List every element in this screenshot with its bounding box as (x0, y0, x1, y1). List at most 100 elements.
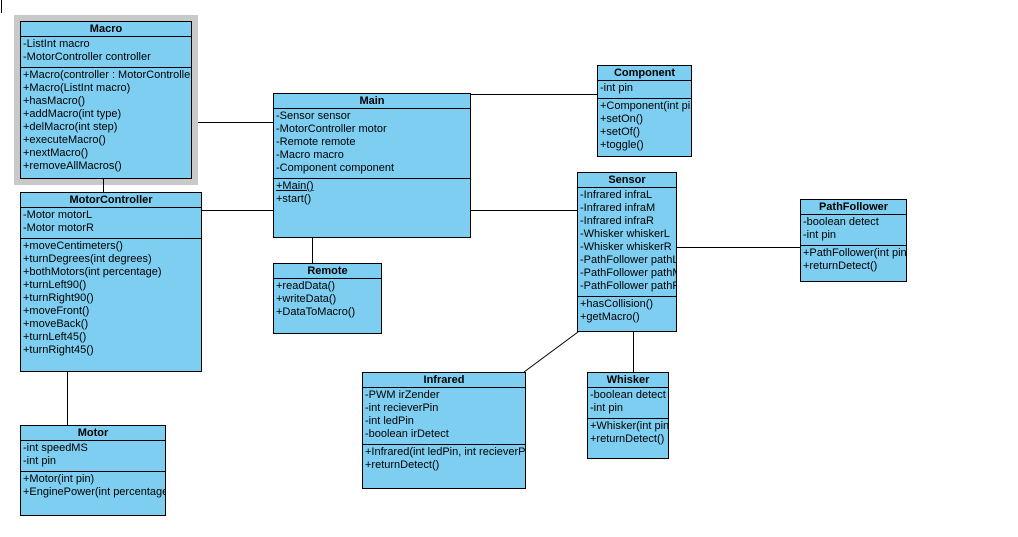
connector-motorcontroller-main[interactable] (201, 210, 273, 211)
connector-macro-main[interactable] (198, 122, 273, 123)
connector-main-remote[interactable] (312, 237, 313, 263)
attribute-row[interactable]: -Whisker whiskerR (580, 241, 672, 253)
class-methods-whisker: +Whisker(int pin)+returnDetect() (588, 419, 668, 458)
canvas-edge-mark (1, 0, 2, 13)
attribute-row[interactable]: -MotorController controller (23, 51, 151, 63)
method-row[interactable]: +hasCollision() (580, 298, 654, 310)
method-row[interactable]: +turnRight90() (23, 292, 94, 304)
attribute-row[interactable]: -int pin (803, 229, 837, 241)
method-row[interactable]: +removeAllMacros() (23, 160, 122, 172)
connector-sensor-pathfollower[interactable] (676, 247, 800, 248)
attribute-row[interactable]: -int pin (23, 455, 57, 467)
class-attributes-component: -int pin (598, 81, 691, 99)
method-row[interactable]: +Whisker(int pin) (590, 420, 668, 432)
method-row[interactable]: +hasMacro() (23, 95, 86, 107)
attribute-row[interactable]: -Infrared infraR (580, 215, 654, 227)
attribute-row[interactable]: -PathFollower pathM (580, 267, 676, 279)
attribute-row[interactable]: -Infrared infraM (580, 202, 656, 214)
class-title-pathfollower: PathFollower (801, 200, 906, 215)
class-title-macro: Macro (21, 22, 191, 37)
class-title-whisker: Whisker (588, 373, 668, 388)
method-row[interactable]: +addMacro(int type) (23, 108, 122, 120)
method-row[interactable]: +turnLeft45() (23, 331, 87, 343)
class-attributes-main: -Sensor sensor-MotorController motor-Rem… (274, 109, 470, 179)
class-attributes-infrared: -PWM irZender-int recieverPin-int ledPin… (363, 388, 525, 445)
attribute-row[interactable]: -MotorController motor (276, 123, 387, 135)
class-box-remote[interactable]: Remote+readData()+writeData()+DataToMacr… (273, 263, 382, 334)
method-row[interactable]: +toggle() (600, 139, 644, 151)
class-methods-pathfollower: +PathFollower(int pin)+returnDetect() (801, 246, 906, 281)
attribute-row[interactable]: -int speedMS (23, 442, 88, 454)
attribute-row[interactable]: -ListInt macro (23, 38, 90, 50)
attribute-row[interactable]: -Motor motorL (23, 209, 93, 221)
connector-sensor-infrared[interactable] (523, 331, 579, 373)
method-row[interactable]: +Motor(int pin) (23, 473, 95, 485)
method-row[interactable]: +PathFollower(int pin) (803, 247, 906, 259)
attribute-row[interactable]: -Macro macro (276, 149, 344, 161)
class-attributes-sensor: -Infrared infraL-Infrared infraM-Infrare… (578, 188, 676, 297)
class-box-motorcontroller[interactable]: MotorController-Motor motorL-Motor motor… (20, 192, 202, 372)
attribute-row[interactable]: -PathFollower pathR (580, 280, 676, 292)
class-methods-sensor: +hasCollision()+getMacro() (578, 297, 676, 331)
class-box-motor[interactable]: Motor-int speedMS-int pin +Motor(int pin)… (20, 425, 166, 516)
method-row[interactable]: +moveFront() (23, 305, 90, 317)
connector-sensor-whisker[interactable] (633, 331, 634, 372)
method-row[interactable]: +start() (276, 193, 312, 205)
class-box-whisker[interactable]: Whisker-boolean detect-int pin +Whisker(i… (587, 372, 669, 459)
attribute-row[interactable]: -Sensor sensor (276, 110, 351, 122)
connector-main-sensor[interactable] (470, 210, 577, 211)
attribute-row[interactable]: -int pin (600, 82, 634, 94)
method-row[interactable]: +DataToMacro() (276, 306, 356, 318)
class-box-infrared[interactable]: Infrared-PWM irZender-int recieverPin-in… (362, 372, 526, 489)
method-row[interactable]: +moveBack() (23, 318, 89, 330)
method-row[interactable]: +getMacro() (580, 311, 640, 323)
method-row[interactable]: +setOn() (600, 113, 644, 125)
method-row[interactable]: +Macro(controller : MotorController) (23, 69, 191, 81)
method-row[interactable]: +Infrared(int ledPin, int recieverPin) (365, 446, 525, 458)
class-methods-main: +Main()+start() (274, 179, 470, 237)
method-row[interactable]: +nextMacro() (23, 147, 89, 159)
method-row[interactable]: +Macro(ListInt macro) (23, 82, 131, 94)
class-box-component[interactable]: Component-int pin+Component(int pin)+set… (597, 65, 692, 157)
attribute-row[interactable]: -boolean detect (590, 389, 666, 401)
attribute-row[interactable]: -Remote remote (276, 136, 356, 148)
class-methods-macro: +Macro(controller : MotorController)+Mac… (21, 68, 191, 178)
method-row[interactable]: +moveCentimeters() (23, 240, 123, 252)
attribute-row[interactable]: -int pin (590, 402, 624, 414)
attribute-row[interactable]: -int ledPin (365, 415, 414, 427)
method-row[interactable]: +readData() (276, 280, 336, 292)
connector-macro-motorcontroller[interactable] (103, 179, 104, 192)
attribute-row[interactable]: -Component component (276, 162, 395, 174)
method-row[interactable]: +executeMacro() (23, 134, 106, 146)
class-box-main[interactable]: Main-Sensor sensor-MotorController motor… (273, 93, 471, 238)
method-row[interactable]: +turnDegrees(int degrees) (23, 253, 152, 265)
attribute-row[interactable]: -Whisker whiskerL (580, 228, 670, 240)
attribute-row[interactable]: -PathFollower pathL (580, 254, 676, 266)
method-row[interactable]: +turnLeft90() (23, 279, 87, 291)
attribute-row[interactable]: -boolean detect (803, 216, 879, 228)
attribute-row[interactable]: -Infrared infraL (580, 189, 653, 201)
attribute-row[interactable]: -boolean irDetect (365, 428, 449, 440)
method-row[interactable]: +bothMotors(int percentage) (23, 266, 162, 278)
attribute-row[interactable]: -int recieverPin (365, 402, 439, 414)
connector-motorcontroller-motor[interactable] (67, 371, 68, 425)
class-box-macro[interactable]: Macro-ListInt macro-MotorController cont… (20, 21, 192, 179)
class-title-motor: Motor (21, 426, 165, 441)
method-row[interactable]: +EnginePower(int percentage) (23, 486, 165, 498)
method-row[interactable]: +returnDetect() (803, 260, 878, 272)
method-row[interactable]: +writeData() (276, 293, 337, 305)
method-row[interactable]: +Main() (276, 180, 314, 192)
class-box-sensor[interactable]: Sensor-Infrared infraL-Infrared infraM-I… (577, 172, 677, 332)
connector-main-component[interactable] (470, 94, 597, 95)
attribute-row[interactable]: -PWM irZender (365, 389, 440, 401)
attribute-row[interactable]: -Motor motorR (23, 222, 94, 234)
class-box-pathfollower[interactable]: PathFollower-boolean detect-int pin +Path… (800, 199, 907, 282)
method-row[interactable]: +Component(int pin) (600, 100, 691, 112)
method-row[interactable]: +returnDetect() (590, 433, 665, 445)
method-row[interactable]: +turnRight45() (23, 344, 94, 356)
method-row[interactable]: +delMacro(int step) (23, 121, 118, 133)
class-title-remote: Remote (274, 264, 381, 279)
method-row[interactable]: +setOf() (600, 126, 641, 138)
method-row[interactable]: +returnDetect() (365, 459, 440, 471)
